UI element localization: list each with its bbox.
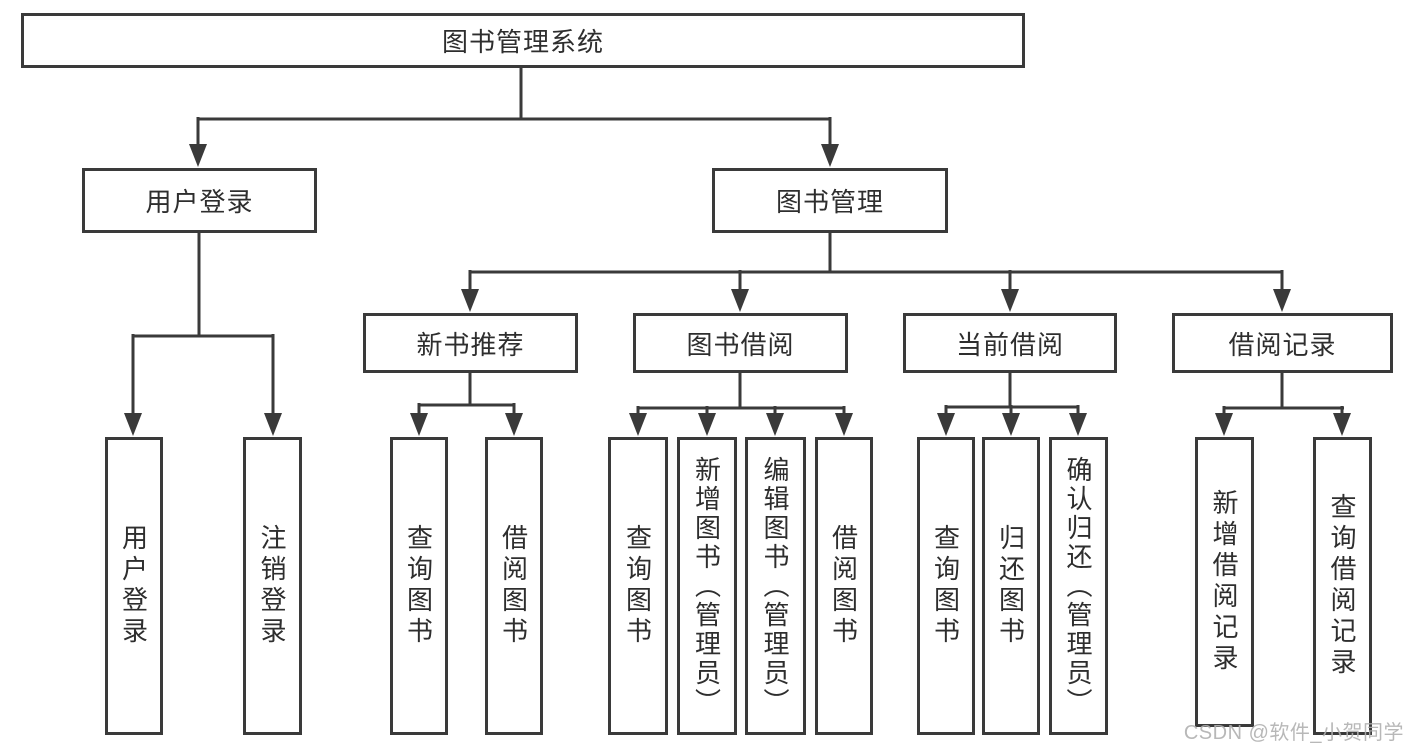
leaf-query-borrow-record: 查询借阅记录 [1313, 437, 1372, 735]
connector-book-borrow-children [629, 373, 853, 436]
connector-book-mgmt-to-level3 [461, 233, 1291, 312]
watermark-text: CSDN @软件_小贺同学 [1183, 722, 1404, 744]
node-current-borrow-label: 当前借阅 [955, 329, 1064, 360]
node-root-system-label: 图书管理系统 [441, 27, 604, 57]
leaf-current-query-books-label: 查询图书 [930, 524, 961, 648]
node-current-borrow: 当前借阅 [903, 313, 1117, 373]
leaf-user-login: 用户登录 [105, 437, 163, 735]
leaf-add-book-admin-label: 新增图书（管理员） [691, 455, 722, 717]
connector-borrow-records-children [1215, 373, 1351, 436]
node-user-login-label: 用户登录 [145, 187, 254, 217]
connector-user-login-children [124, 233, 282, 436]
leaf-borrow-borrow-books: 借阅图书 [815, 437, 873, 735]
leaf-query-borrow-record-label: 查询借阅记录 [1327, 493, 1357, 679]
node-borrow-records-label: 借阅记录 [1228, 329, 1337, 360]
leaf-user-login-label: 用户登录 [118, 524, 149, 648]
node-book-borrow: 图书借阅 [633, 313, 848, 373]
node-book-borrow-label: 图书借阅 [686, 329, 795, 360]
leaf-add-borrow-record: 新增借阅记录 [1195, 437, 1254, 727]
leaf-return-books: 归还图书 [982, 437, 1040, 735]
leaf-current-query-books: 查询图书 [917, 437, 975, 735]
node-new-book-recommend: 新书推荐 [363, 313, 578, 373]
leaf-add-borrow-record-label: 新增借阅记录 [1209, 489, 1239, 675]
leaf-recommend-query-books: 查询图书 [390, 437, 448, 735]
leaf-borrow-query-books-label: 查询图书 [622, 524, 653, 648]
node-new-book-recommend-label: 新书推荐 [416, 329, 525, 360]
leaf-borrow-borrow-books-label: 借阅图书 [828, 524, 859, 648]
leaf-recommend-borrow-books: 借阅图书 [485, 437, 543, 735]
leaf-borrow-query-books: 查询图书 [608, 437, 668, 735]
leaf-return-books-label: 归还图书 [995, 524, 1026, 648]
leaf-edit-book-admin-label: 编辑图书（管理员） [760, 455, 790, 717]
leaf-recommend-query-books-label: 查询图书 [403, 524, 434, 648]
leaf-confirm-return-admin: 确认归还（管理员） [1049, 437, 1108, 735]
node-root-system: 图书管理系统 [21, 13, 1025, 68]
leaf-edit-book-admin: 编辑图书（管理员） [745, 437, 806, 735]
watermark: CSDN @软件_小贺同学 [1184, 716, 1404, 745]
leaf-recommend-borrow-books-label: 借阅图书 [498, 524, 529, 648]
connector-current-borrow-children [937, 373, 1087, 436]
connector-new-book-recommend-children [410, 373, 523, 436]
connector-root-to-level2 [189, 68, 839, 167]
node-book-mgmt: 图书管理 [712, 168, 948, 233]
leaf-add-book-admin: 新增图书（管理员） [677, 437, 737, 735]
leaf-confirm-return-admin-label: 确认归还（管理员） [1063, 455, 1093, 717]
leaf-logout-label: 注销登录 [257, 524, 287, 648]
node-user-login: 用户登录 [82, 168, 317, 233]
node-borrow-records: 借阅记录 [1172, 313, 1393, 373]
node-book-mgmt-label: 图书管理 [775, 187, 884, 217]
leaf-logout: 注销登录 [243, 437, 302, 735]
